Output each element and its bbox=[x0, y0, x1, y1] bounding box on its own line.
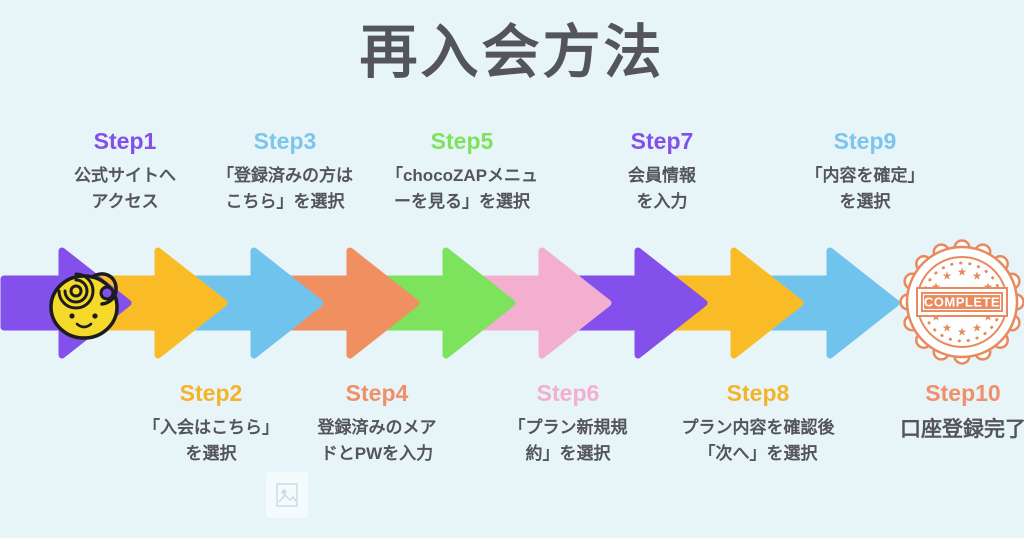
image-placeholder-icon bbox=[276, 483, 298, 507]
step-6: Step6 「プラン新規規 約」を選択 bbox=[509, 380, 628, 467]
step-number: Step6 bbox=[536, 380, 600, 406]
step-description: 口座登録完了 bbox=[900, 417, 1024, 441]
step-number: Step7 bbox=[630, 128, 694, 154]
step-number: Step5 bbox=[430, 128, 494, 154]
step-number: Step8 bbox=[726, 380, 790, 406]
step-description: プラン内容を確認後 「次へ」を選択 bbox=[681, 417, 835, 463]
step-number: Step3 bbox=[253, 128, 317, 154]
step-description: 「chocoZAPメニュ ーを見る」を選択 bbox=[385, 165, 539, 211]
watermark-image-placeholder bbox=[266, 472, 308, 518]
step-description: 会員情報 を入力 bbox=[628, 165, 696, 211]
step-9: Step9 「内容を確定」 を選択 bbox=[806, 128, 925, 215]
complete-badge-label: COMPLETE bbox=[924, 295, 1000, 310]
arrow-flow bbox=[0, 247, 900, 359]
step-10: Step10 口座登録完了 bbox=[900, 380, 1024, 444]
step-description: 登録済みのメア ドとPWを入力 bbox=[317, 417, 437, 463]
step-2: Step2 「入会はこちら」 を選択 bbox=[143, 380, 279, 467]
step-8: Step8 プラン内容を確認後 「次へ」を選択 bbox=[682, 380, 835, 467]
badge-label-band bbox=[921, 292, 1003, 312]
step-number: Step4 bbox=[345, 380, 409, 406]
step-description: 「登録済みの方は こちら」を選択 bbox=[217, 165, 353, 211]
chocozap-mascot-icon bbox=[49, 272, 119, 340]
page-title: 再入会方法 bbox=[359, 20, 665, 85]
step-description: 「プラン新規規 約」を選択 bbox=[508, 417, 628, 463]
step-4: Step4 登録済みのメア ドとPWを入力 bbox=[318, 380, 437, 467]
step-5: Step5 「chocoZAPメニュ ーを見る」を選択 bbox=[386, 128, 538, 215]
step-description: 「入会はこちら」 を選択 bbox=[143, 417, 279, 463]
step-1: Step1 公式サイトへ アクセス bbox=[74, 128, 176, 215]
step-3: Step3 「登録済みの方は こちら」を選択 bbox=[217, 128, 353, 215]
complete-badge: COMPLETE bbox=[899, 239, 1024, 365]
step-number: Step9 bbox=[833, 128, 897, 154]
step-number: Step10 bbox=[925, 380, 1001, 406]
step-description: 公式サイトへ アクセス bbox=[74, 165, 176, 211]
badge-label-inner-line bbox=[922, 293, 1002, 311]
step-7: Step7 会員情報 を入力 bbox=[628, 128, 696, 215]
step-description: 「内容を確定」 を選択 bbox=[805, 165, 925, 211]
step-number: Step1 bbox=[93, 128, 157, 154]
step-number: Step2 bbox=[179, 380, 243, 406]
